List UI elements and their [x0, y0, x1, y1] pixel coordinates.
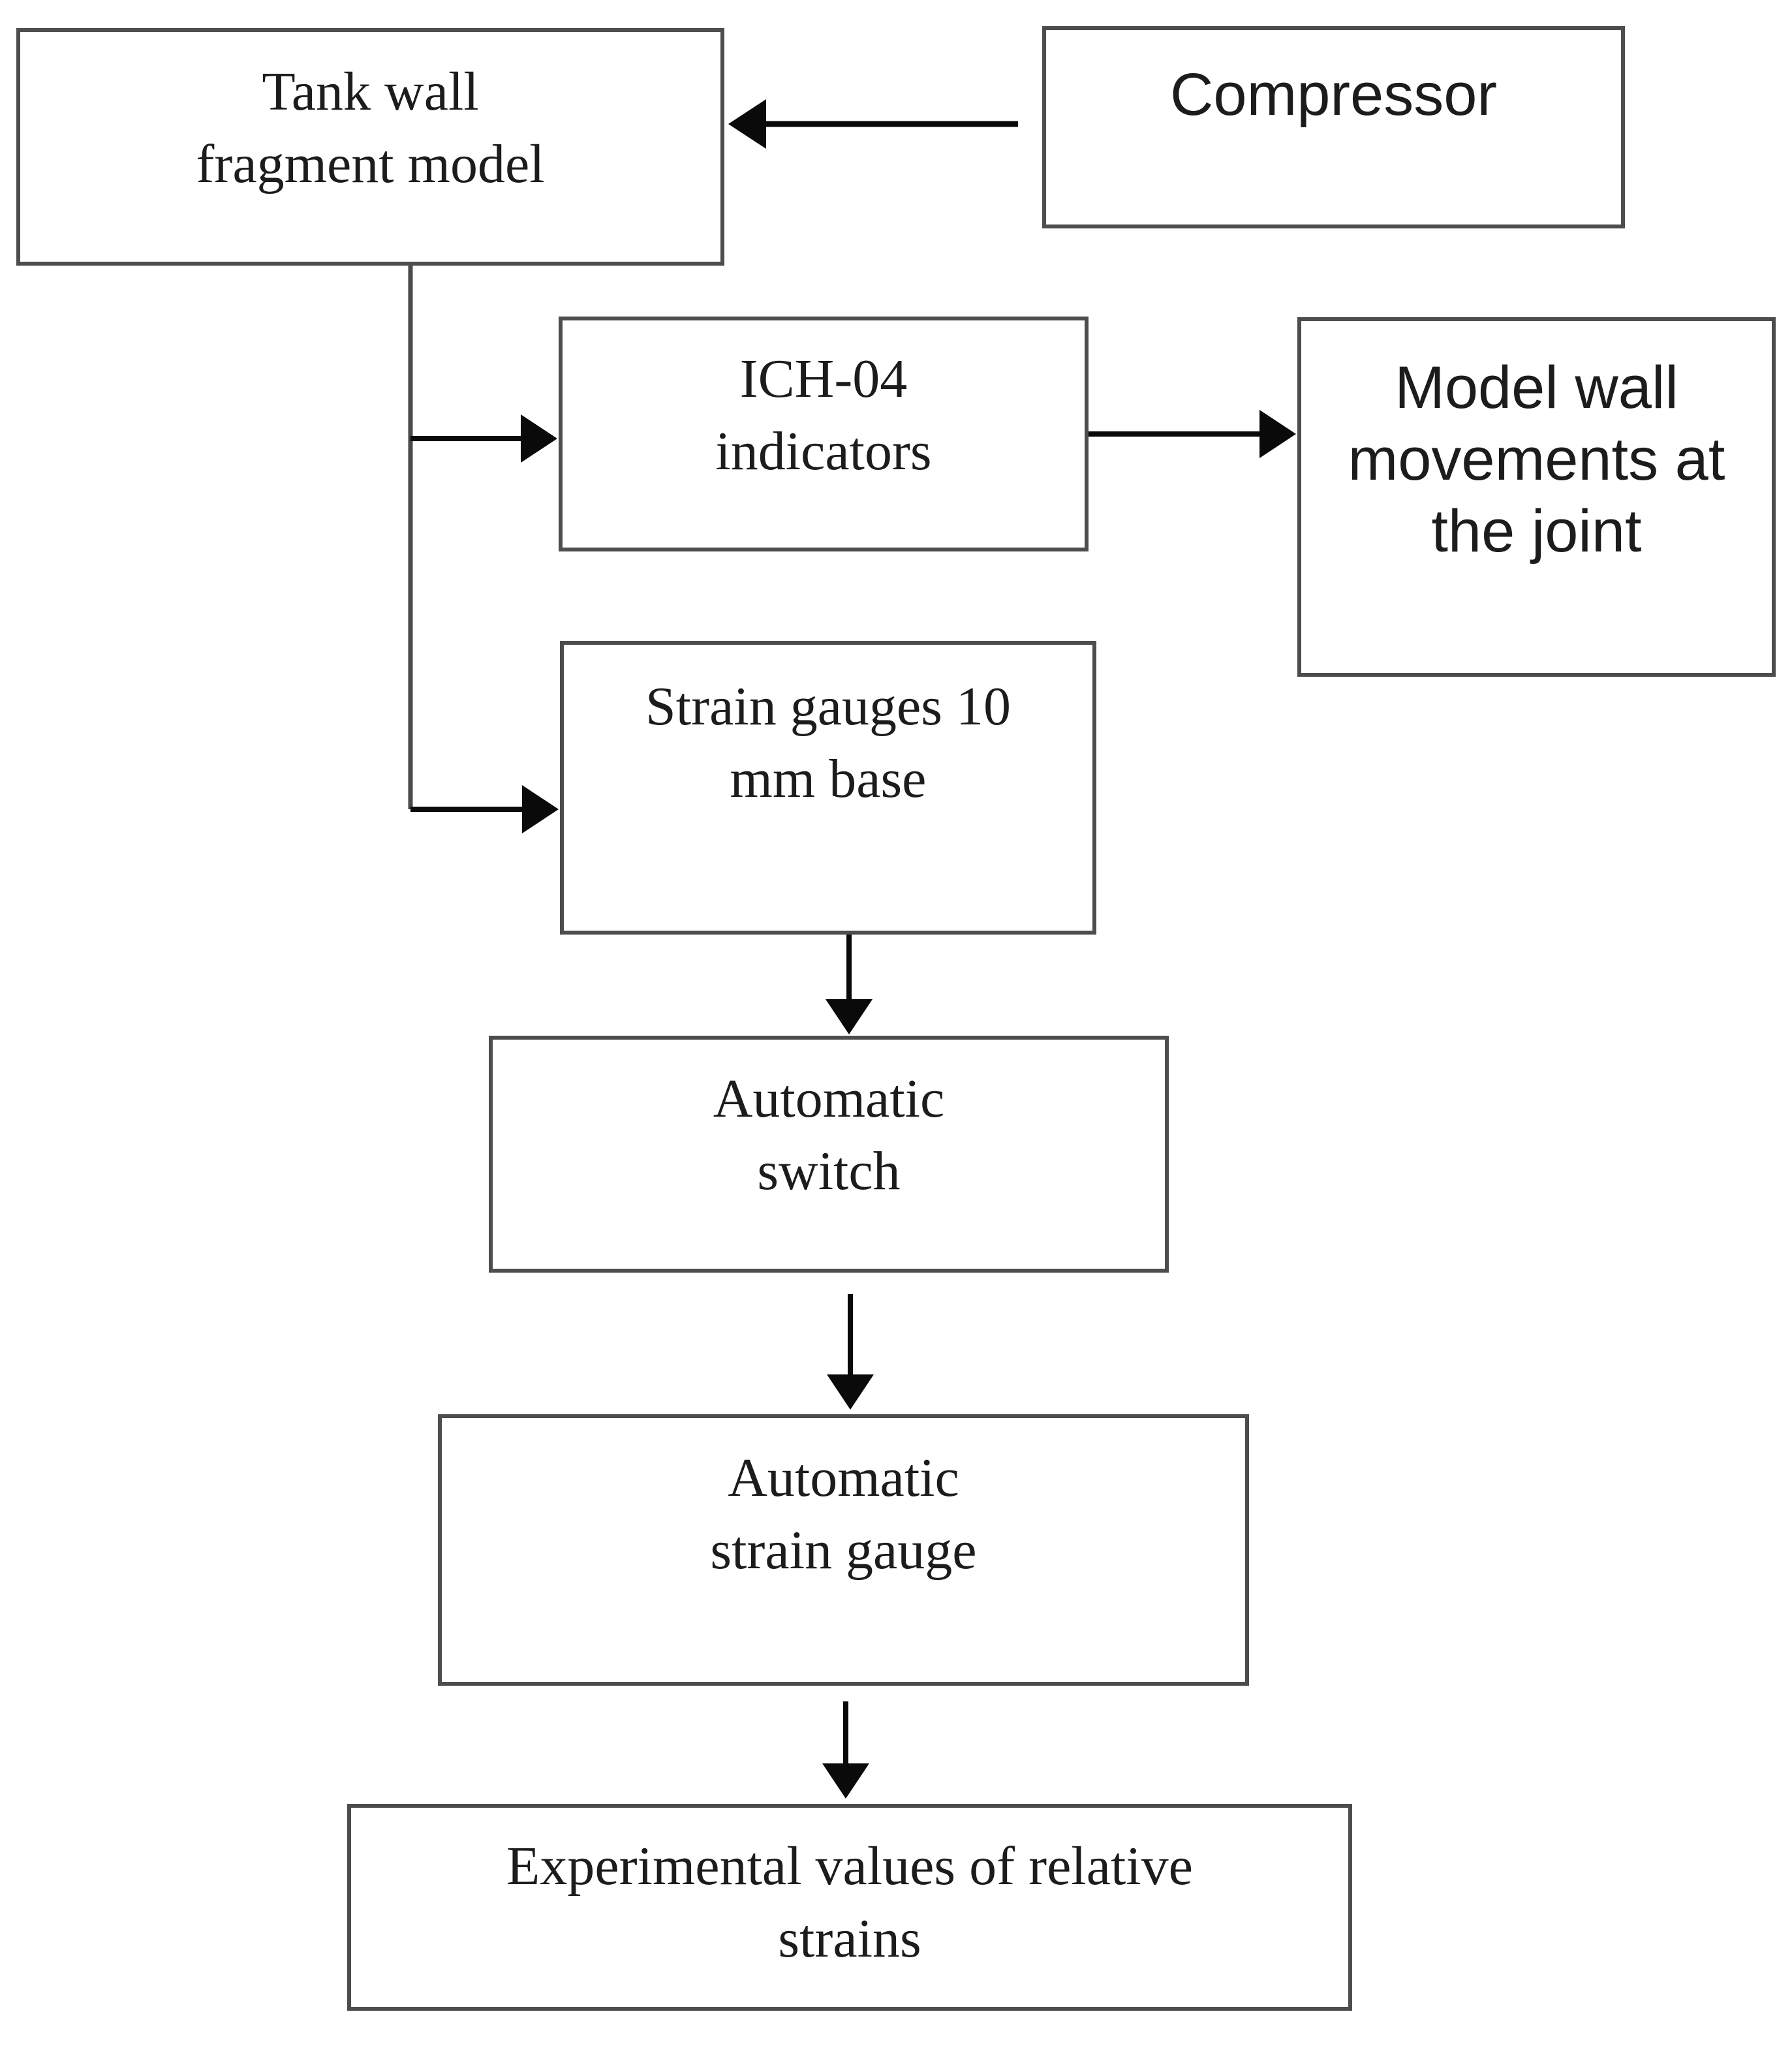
connector-auto-strain-gauge-to-experimental [822, 1701, 869, 1799]
node-experimental-values: Experimental values of relative strains [347, 1804, 1352, 2011]
node-experimental-values-label: Experimental values of relative strains [506, 1836, 1193, 1969]
node-automatic-switch: Automatic switch [489, 1036, 1169, 1273]
connector-compressor-to-tank-wall [728, 99, 1018, 149]
node-model-wall-movements: Model wall movements at the joint [1297, 317, 1776, 677]
node-compressor-label: Compressor [1169, 61, 1497, 128]
connector-tank-wall-to-ich04 [410, 414, 557, 463]
node-ich04-indicators: ICH-04 indicators [559, 317, 1089, 551]
node-tank-wall-label: Tank wall fragment model [196, 61, 545, 194]
connector-auto-switch-to-auto-strain-gauge [827, 1294, 874, 1410]
node-strain-gauges: Strain gauges 10 mm base [560, 641, 1096, 935]
node-automatic-strain-gauge: Automatic strain gauge [438, 1414, 1249, 1686]
node-automatic-switch-label: Automatic switch [713, 1068, 945, 1201]
node-tank-wall-fragment-model: Tank wall fragment model [16, 28, 724, 266]
node-compressor: Compressor [1042, 26, 1625, 228]
node-model-wall-label: Model wall movements at the joint [1348, 354, 1725, 565]
connector-strain-gauges-to-auto-switch [826, 935, 873, 1034]
connector-tank-wall-to-strain-gauges [410, 785, 559, 833]
node-strain-gauges-label: Strain gauges 10 mm base [645, 676, 1011, 809]
node-automatic-strain-gauge-label: Automatic strain gauge [710, 1448, 977, 1581]
node-ich04-label: ICH-04 indicators [715, 349, 932, 482]
connector-ich04-to-model-wall [1089, 410, 1296, 458]
